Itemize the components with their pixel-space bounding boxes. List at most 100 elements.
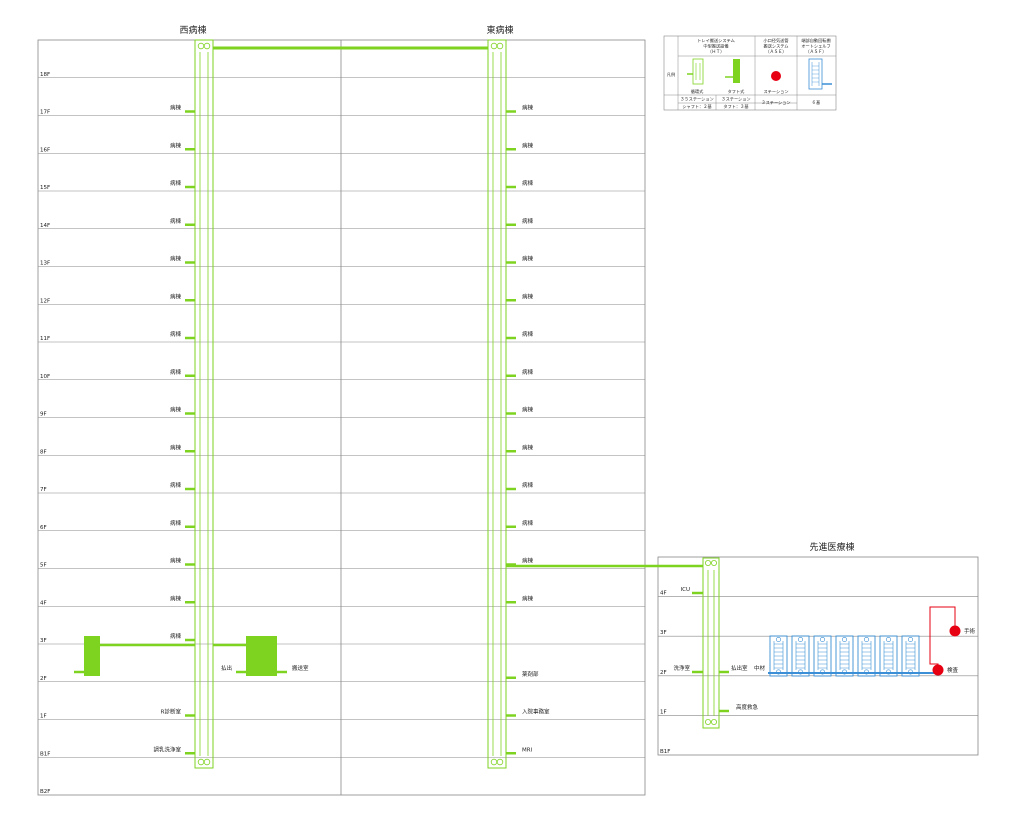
west-station-label: 病棟 bbox=[170, 368, 182, 376]
west-station-label: R診断室 bbox=[161, 708, 182, 716]
asf-shelf-unit bbox=[901, 635, 920, 677]
west-station-label: 病棟 bbox=[170, 443, 182, 451]
ase-surgery-label: 手術 bbox=[964, 627, 976, 635]
west-shaft bbox=[194, 39, 214, 769]
west-station-label: 病棟 bbox=[170, 217, 182, 225]
asf-shelf-unit bbox=[791, 635, 810, 677]
ase-surgery-station bbox=[949, 625, 961, 637]
east-building-title: 東病棟 bbox=[486, 24, 513, 36]
east-station-label: 病棟 bbox=[522, 594, 534, 602]
asf-shelf-unit bbox=[835, 635, 854, 677]
west-station-label: 調乳洗浄室 bbox=[153, 745, 181, 753]
east-shaft bbox=[487, 39, 507, 769]
legend-ase-count: ３ステーション bbox=[761, 100, 790, 106]
annex-emergency-label: 高度救急 bbox=[736, 703, 759, 711]
east-station-label: 病棟 bbox=[522, 443, 534, 451]
east-station-label: 病棟 bbox=[522, 217, 534, 225]
legend-ht-count-a-1: ３５ステーション bbox=[680, 97, 713, 103]
west-2f-payout-label: 払出 bbox=[221, 664, 232, 672]
legend-ht-header-1: トレイ搬送システム bbox=[697, 37, 735, 44]
floor-label: 13F bbox=[40, 261, 50, 267]
east-station-label: 病棟 bbox=[522, 255, 534, 263]
west-station-label: 病棟 bbox=[170, 632, 182, 640]
floor-label: 6F bbox=[40, 525, 47, 531]
asf-shelf-unit bbox=[813, 635, 832, 677]
legend-ht-count-a-2: シャフト：２基 bbox=[682, 103, 712, 109]
west-station-label: 病棟 bbox=[170, 330, 182, 338]
east-station-label: 入院事務室 bbox=[522, 708, 550, 716]
legend-asf-header-1: 端部自動回転棚 bbox=[801, 37, 830, 44]
east-station-label: 病棟 bbox=[522, 179, 534, 187]
legend-asf-header-2: オートシェルフ bbox=[801, 44, 830, 50]
legend-asf-shelf-icon bbox=[808, 58, 832, 90]
west-station-label: 病棟 bbox=[170, 519, 182, 527]
west-2f-transport-room-label: 搬送室 bbox=[292, 664, 309, 672]
legend-ase-header-1: 小口径気送管 bbox=[763, 37, 788, 44]
floor-label: 10F bbox=[40, 374, 50, 380]
west-station-label: 病棟 bbox=[170, 104, 182, 112]
west-station-label: 病棟 bbox=[170, 179, 182, 187]
west-station-label: 病棟 bbox=[170, 406, 182, 414]
annex-floor-label: 1F bbox=[660, 709, 667, 715]
ase-exam-station bbox=[932, 664, 944, 676]
west-2f-tuft-lifts bbox=[74, 636, 287, 676]
annex-icu-label: ICU bbox=[681, 587, 691, 593]
legend-ht-header-3: （ＨＴ） bbox=[708, 49, 725, 54]
annex-wash-label: 洗浄室 bbox=[673, 664, 690, 672]
legend-row-label: 凡例 bbox=[667, 71, 675, 78]
legend-ht-tuft-icon bbox=[725, 59, 740, 83]
east-station-label: MRI bbox=[522, 747, 533, 753]
west-station-label: 病棟 bbox=[170, 292, 182, 300]
east-station-label: 病棟 bbox=[522, 330, 534, 338]
floor-label: 9F bbox=[40, 412, 47, 418]
main-building-frame: 18F17F16F15F14F13F12F11F10F9F8F7F6F5F4F3… bbox=[37, 39, 646, 796]
annex-floor-label: 3F bbox=[660, 630, 667, 636]
floor-label: 4F bbox=[40, 600, 47, 606]
legend-ht-type-b: タフト式 bbox=[728, 88, 746, 95]
floor-label: 3F bbox=[40, 638, 47, 644]
asf-shelf-unit bbox=[769, 635, 788, 677]
annex-middle-label: 中材 bbox=[754, 664, 766, 672]
legend-ase-header-3: （ＡＳＥ） bbox=[766, 49, 787, 54]
asf-shelf-unit bbox=[857, 635, 876, 677]
floor-label: 7F bbox=[40, 487, 47, 493]
legend-asf-count: ６基 bbox=[812, 99, 821, 105]
east-station-label: 病棟 bbox=[522, 368, 534, 376]
annex-floor-label: 4F bbox=[660, 591, 667, 597]
floor-label: 18F bbox=[40, 72, 50, 78]
east-station-label: 病棟 bbox=[522, 104, 534, 112]
west-station-label: 病棟 bbox=[170, 141, 182, 149]
west-station-label: 病棟 bbox=[170, 557, 182, 565]
ase-exam-label: 検査 bbox=[947, 666, 959, 674]
east-station-label: 病棟 bbox=[522, 292, 534, 300]
floor-label: 16F bbox=[40, 147, 50, 153]
floor-label: B1F bbox=[40, 751, 50, 757]
east-station-label: 病棟 bbox=[522, 557, 534, 565]
west-building-title: 西病棟 bbox=[179, 24, 206, 36]
legend-asf-header-3: （ＡＳＦ） bbox=[806, 49, 827, 54]
legend-ase-station-icon bbox=[771, 71, 781, 81]
east-station-label: 病棟 bbox=[522, 481, 534, 489]
legend: 凡例 トレイ搬送システム 中型搬送設備 （ＨＴ） 小口径気送管 搬送システム （… bbox=[663, 35, 837, 111]
asf-shelf-unit bbox=[879, 635, 898, 677]
floor-label: 2F bbox=[40, 676, 47, 682]
legend-ase-header-2: 搬送システム bbox=[764, 43, 789, 50]
legend-ase-item: ステーション bbox=[763, 89, 788, 95]
legend-ht-header-2: 中型搬送設備 bbox=[703, 43, 728, 50]
floor-label: 8F bbox=[40, 449, 47, 455]
ase-tube-line bbox=[929, 606, 956, 670]
annex-floor-label: 2F bbox=[660, 670, 667, 676]
east-station-label: 病棟 bbox=[522, 141, 534, 149]
annex-floor-label: B1F bbox=[660, 749, 670, 755]
floor-label: 12F bbox=[40, 298, 50, 304]
east-station-label: 薬剤部 bbox=[522, 670, 539, 678]
advanced-building-title: 先進医療棟 bbox=[809, 541, 854, 553]
floor-label: 11F bbox=[40, 336, 50, 342]
floor-label: 1F bbox=[40, 714, 47, 720]
advanced-shaft bbox=[702, 557, 720, 729]
west-station-label: 病棟 bbox=[170, 481, 182, 489]
floor-label: 15F bbox=[40, 185, 50, 191]
east-station-label: 病棟 bbox=[522, 406, 534, 414]
legend-ht-count-b-2: タフト：３基 bbox=[723, 103, 749, 110]
